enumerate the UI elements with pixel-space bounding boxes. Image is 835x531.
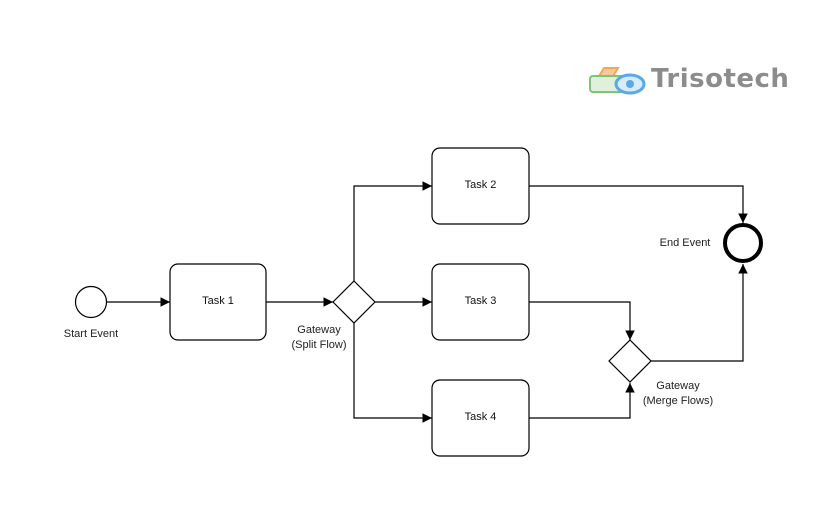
flow-task3-to-merge	[529, 301, 635, 340]
brand-name: Trisotech	[651, 64, 790, 94]
merge-gateway[interactable]	[608, 339, 652, 383]
flow-merge-to-end	[651, 264, 748, 362]
start-event-label: Start Event	[63, 328, 119, 340]
end-event[interactable]	[723, 223, 763, 263]
task-4[interactable]	[431, 379, 530, 457]
split-gateway-label-line2: (Split Flow)	[291, 339, 347, 351]
trisotech-logo-icon	[589, 67, 646, 95]
flow-split-to-task2	[353, 181, 432, 281]
task-2[interactable]	[431, 147, 530, 225]
task-3-label: Task 3	[464, 295, 497, 307]
end-event-label: End Event	[659, 237, 711, 249]
flow-task4-to-merge	[529, 383, 635, 419]
task-1-label: Task 1	[202, 295, 234, 307]
task-1[interactable]	[169, 263, 267, 341]
start-event[interactable]	[74, 285, 108, 319]
flow-task2-to-end	[529, 185, 748, 223]
task-2-label: Task 2	[464, 179, 497, 191]
merge-gateway-label-line2: (Merge Flows)	[642, 395, 714, 407]
task-4-label: Task 4	[464, 411, 497, 423]
merge-gateway-label-line1: Gateway	[656, 380, 700, 392]
split-gateway[interactable]	[332, 280, 376, 324]
split-gateway-label-line1: Gateway	[297, 324, 341, 336]
task-3[interactable]	[431, 263, 530, 341]
flow-split-to-task4	[353, 323, 432, 423]
